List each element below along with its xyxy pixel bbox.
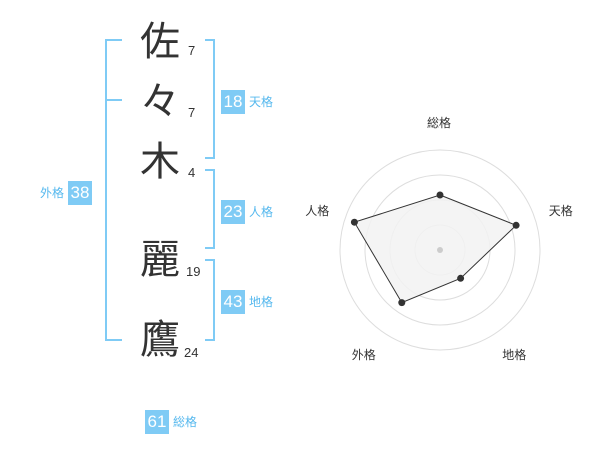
tenkaku-badge: 18 天格	[221, 90, 273, 114]
name-char-3: 木	[140, 139, 180, 185]
chikaku-label: 地格	[249, 295, 274, 309]
radar-label-jinkaku: 人格	[305, 204, 330, 219]
gaikaku-label: 外格	[40, 186, 65, 200]
radar-point-2	[457, 274, 465, 282]
radar-center	[437, 247, 443, 253]
soukaku-value: 61	[145, 410, 169, 434]
radar-series-polygon	[353, 194, 518, 304]
tenkaku-label: 天格	[249, 95, 274, 109]
jinkaku-value: 23	[221, 200, 245, 224]
name-char-1: 佐	[140, 19, 180, 65]
stroke-count-3: 4	[188, 165, 196, 180]
radar-point-3	[398, 299, 406, 307]
radar-point-1	[512, 221, 520, 229]
radar-point-0	[436, 191, 444, 199]
radar-ring	[364, 174, 516, 326]
stroke-count-4: 19	[186, 264, 201, 279]
soukaku-badge: 61 総格	[145, 410, 197, 434]
radar-label-gaikaku: 外格	[351, 347, 376, 362]
jinkaku-badge: 23 人格	[221, 200, 273, 224]
name-char-2: 々	[140, 79, 180, 125]
tenkaku-bracket	[205, 39, 215, 159]
radar-chart	[339, 149, 541, 351]
stroke-count-5: 24	[184, 345, 199, 360]
chikaku-value: 43	[221, 290, 245, 314]
gaikaku-badge: 外格 38	[40, 181, 93, 205]
jinkaku-bracket	[205, 169, 215, 249]
gaikaku-value: 38	[68, 181, 93, 205]
soukaku-label: 総格	[173, 415, 198, 429]
name-char-4: 麗	[140, 237, 180, 283]
gaikaku-bracket	[105, 39, 122, 341]
name-char-5: 鷹	[140, 317, 180, 363]
chikaku-badge: 43 地格	[221, 290, 273, 314]
stroke-count-2: 7	[188, 105, 196, 120]
radar-point-4	[350, 218, 358, 226]
radar-ring	[339, 149, 541, 351]
jinkaku-label: 人格	[249, 205, 274, 219]
tenkaku-value: 18	[221, 90, 245, 114]
chikaku-bracket	[205, 259, 215, 341]
radar-label-chikaku: 地格	[502, 347, 527, 362]
radar-label-soukaku: 総格	[427, 116, 452, 130]
stroke-count-1: 7	[188, 43, 196, 58]
radar-label-tenkaku: 天格	[548, 204, 573, 219]
